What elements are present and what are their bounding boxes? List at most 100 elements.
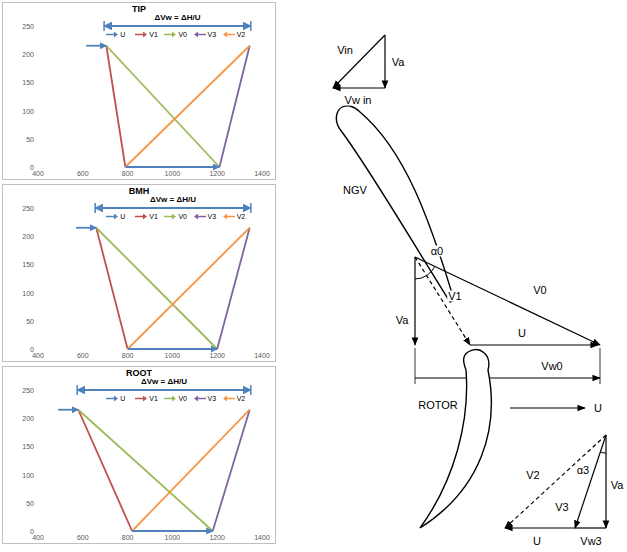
exit-blade-speed-vector [505,527,575,528]
legend-line [106,397,115,399]
u-line [132,530,213,532]
legend-text: V1 [149,213,158,220]
u-line [125,166,219,168]
legend-sample [223,395,235,401]
chart-plot [76,203,251,349]
axis-tick-label: 1200 [209,352,225,359]
legend-item: V0 [163,31,188,38]
inlet-velocity-vector [333,35,385,88]
legend-arrowhead [114,213,118,219]
legend-line [135,33,144,35]
exit-whirl-vector [575,527,606,528]
u-arrow [86,45,106,47]
angle-arc [415,266,435,279]
axis-tick-label: 1000 [165,170,181,177]
v1-line [96,228,127,349]
legend-arrowhead [223,395,227,401]
legend-item: V1 [134,31,159,38]
vector-label: V2 [525,470,540,481]
vector-label: Vw0 [540,361,563,372]
delta-vw-arrow [77,389,251,391]
u-line [128,348,218,350]
vector-label: ROTOR [417,400,459,411]
legend-arrowhead [172,213,176,219]
axis-tick-label: 600 [77,534,89,541]
axis-tick-label: 800 [122,534,134,541]
chart-title: ROOT [126,369,152,378]
legend-arrowhead [223,213,227,219]
legend-text: V1 [149,395,158,402]
axis-tick-label: 1000 [165,534,181,541]
chart-title: BMH [129,187,150,196]
axis-tick-label: 250 [22,205,34,212]
legend-item: V2 [222,213,247,220]
v3-line [219,46,249,167]
exit-absolute-vector [575,435,606,528]
legend-line [106,33,115,35]
v0-line [106,46,219,167]
axis-tick-label: 100 [22,107,34,114]
legend-line [135,397,144,399]
axial-vector [414,257,415,345]
axis-tick-label: 600 [77,352,89,359]
legend-text: V0 [178,395,187,402]
legend-sample [106,31,118,37]
vector-label: α0 [430,246,444,257]
legend-arrowhead [194,213,198,219]
legend-arrowhead [194,395,198,401]
chart-formula: ΔVw = ΔH/U [150,196,196,204]
legend-text: V1 [149,31,158,38]
figure-strokes [333,35,606,528]
legend-arrowhead [172,31,176,37]
vector-label: V3 [554,502,569,513]
axis-tick-label: 1000 [165,352,181,359]
legend-item: V1 [134,395,159,402]
inlet-whirl-vector [333,87,385,88]
legend-arrowhead [114,31,118,37]
axis-tick-label: 250 [22,387,34,394]
vector-label: Va [395,315,410,326]
legend-text: U [120,31,125,38]
v0-line [78,410,212,531]
delta-vw-arrow [104,25,251,27]
u-arrow [58,409,78,411]
axis-tick-label: 400 [32,352,44,359]
legend-item: V3 [193,395,218,402]
legend-sample [194,395,206,401]
legend-sample [223,31,235,37]
legend-text: U [120,395,125,402]
axis-tick-label: 800 [122,352,134,359]
legend-text: V2 [237,31,246,38]
chart-plot [86,21,251,167]
vector-label: V0 [532,285,547,296]
absolute-velocity-vector [415,257,600,345]
legend-item: U [105,213,126,220]
vector-label: V1 [447,291,462,302]
legend-text: V2 [237,395,246,402]
legend-line [197,215,206,217]
axis-tick-label: 1200 [209,170,225,177]
v1-line [78,410,132,531]
vector-label: Va [610,480,625,491]
vector-label: U [517,328,527,339]
legend-item: V0 [163,213,188,220]
legend-arrowhead [143,395,147,401]
legend-line [197,397,206,399]
legend-item: V2 [222,31,247,38]
legend-sample [135,213,147,219]
legend-item: V1 [134,213,159,220]
axis-tick-label: 1400 [254,352,270,359]
v3-line [217,228,249,349]
axis-tick-label: 600 [77,170,89,177]
ngv-blade [336,106,454,302]
legend-item: V3 [193,213,218,220]
end-bar [94,203,96,213]
legend-line [106,215,115,217]
end-bar [250,21,252,31]
vector-label: U [593,403,603,414]
axis-tick-label: 200 [22,51,34,58]
legend-item: U [105,395,126,402]
legend-sample [135,31,147,37]
legend-text: V0 [178,31,187,38]
blade-speed-vector [470,344,598,345]
